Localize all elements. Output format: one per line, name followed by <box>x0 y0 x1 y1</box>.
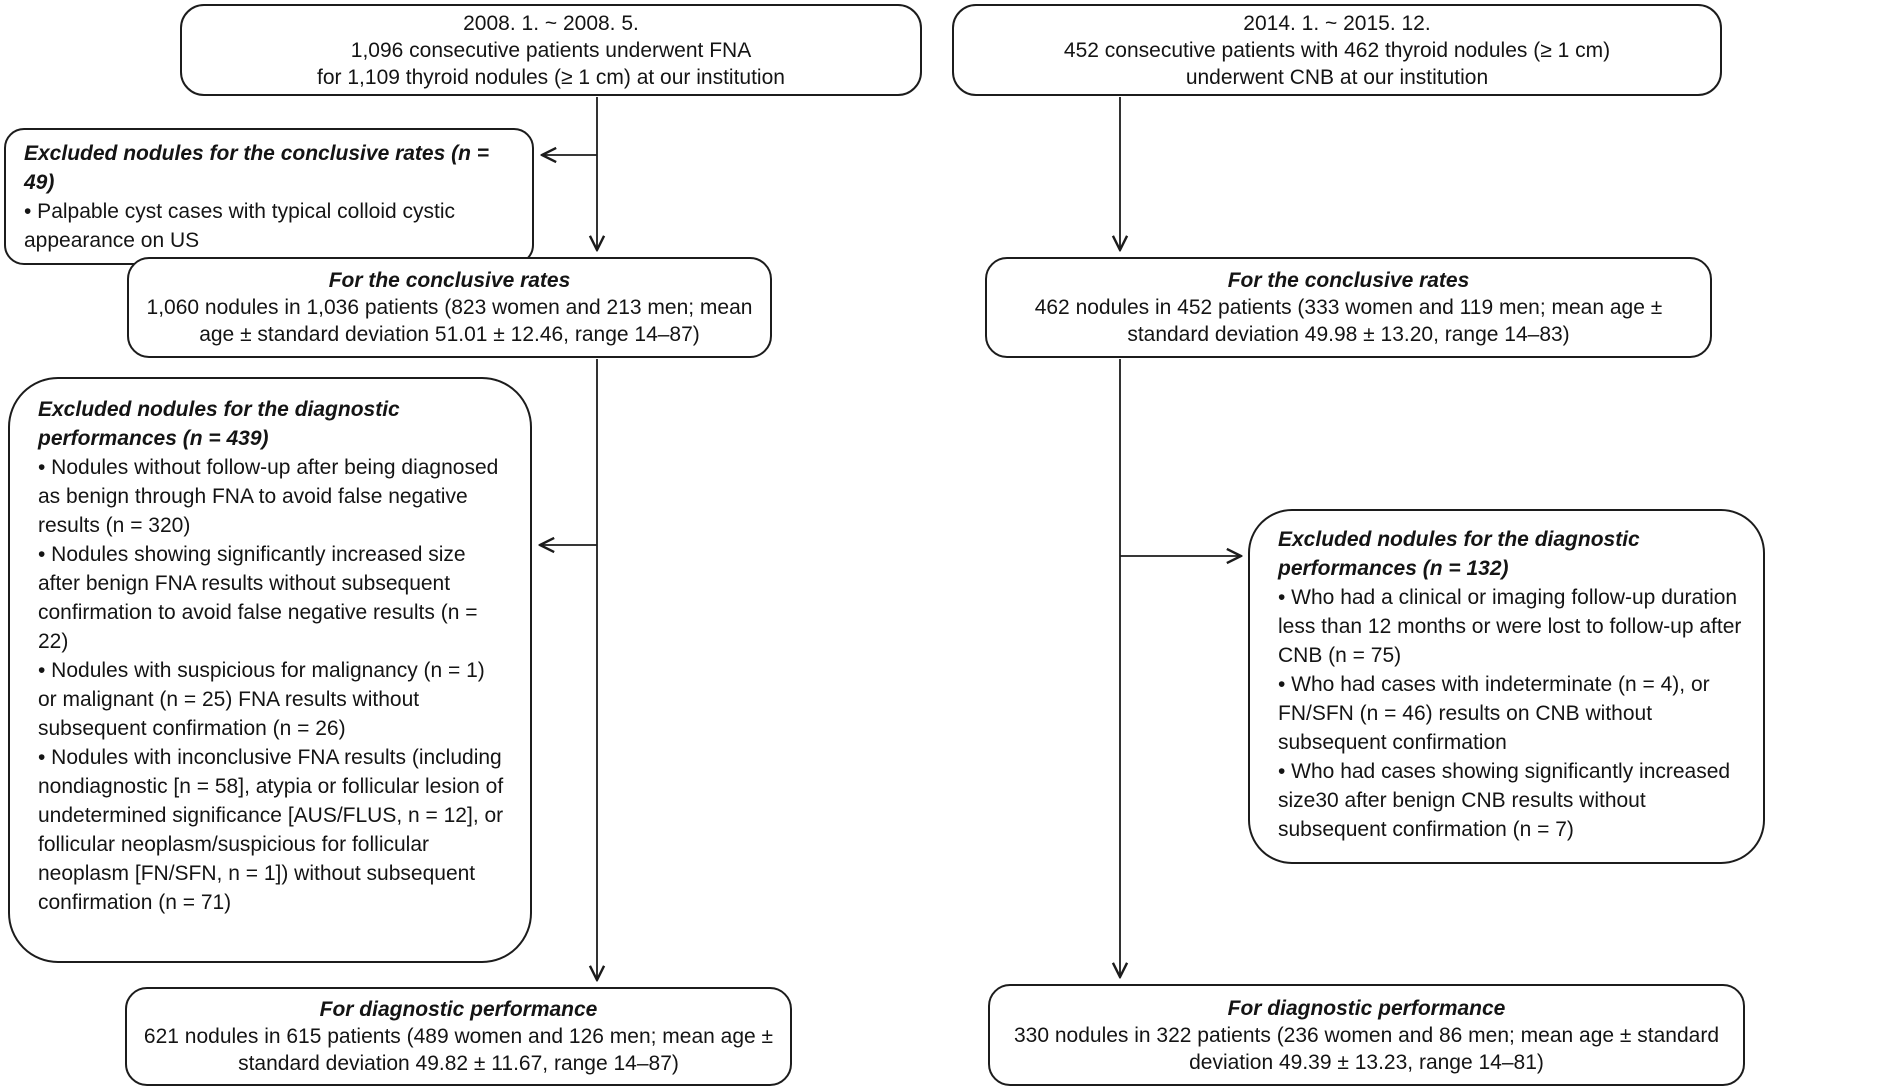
cnb-diagnostic-title: For diagnostic performance <box>1227 996 1506 1020</box>
fna-excluded-diagnostic-bullet: • Nodules without follow-up after being … <box>38 456 499 537</box>
cnb-conclusive-title: For the conclusive rates <box>1227 269 1470 292</box>
cnb-initial-patients: 452 consecutive patients with 462 thyroi… <box>1063 38 1611 62</box>
box-cnb-initial-cohort: 2014. 1. ~ 2015. 12. 452 consecutive pat… <box>952 4 1722 96</box>
box-fna-conclusive-rates: For the conclusive rates 1,060 nodules i… <box>127 257 772 358</box>
fna-excluded-diagnostic-bullet: • Nodules with inconclusive FNA results … <box>38 746 504 914</box>
fna-conclusive-title: For the conclusive rates <box>328 269 571 292</box>
cnb-excluded-diagnostic-title: Excluded nodules for the diagnostic perf… <box>1278 528 1640 580</box>
cnb-diagnostic-body: 330 nodules in 322 patients (236 women a… <box>1013 1023 1719 1074</box>
cnb-excluded-diagnostic-bullet: • Who had cases showing significantly in… <box>1278 760 1731 841</box>
fna-excluded-diagnostic-bullet: • Nodules showing significantly increase… <box>38 543 478 653</box>
fna-excluded-conclusive-title: Excluded nodules for the conclusive rate… <box>24 142 490 194</box>
fna-excluded-diagnostic-bullet: • Nodules with suspicious for malignancy… <box>38 659 485 740</box>
fna-excluded-conclusive-bullet: • Palpable cyst cases with typical collo… <box>24 200 456 252</box>
box-fna-initial-cohort: 2008. 1. ~ 2008. 5. 1,096 consecutive pa… <box>180 4 922 96</box>
box-cnb-conclusive-rates: For the conclusive rates 462 nodules in … <box>985 257 1712 358</box>
fna-initial-period: 2008. 1. ~ 2008. 5. <box>463 11 639 35</box>
fna-diagnostic-body: 621 nodules in 615 patients (489 women a… <box>143 1025 774 1075</box>
cnb-initial-period: 2014. 1. ~ 2015. 12. <box>1243 11 1431 35</box>
cnb-initial-nodules: underwent CNB at our institution <box>1185 65 1489 89</box>
cnb-excluded-diagnostic-bullet: • Who had a clinical or imaging follow-u… <box>1278 586 1742 667</box>
box-fna-diagnostic-performance: For diagnostic performance 621 nodules i… <box>125 987 792 1086</box>
cnb-conclusive-body: 462 nodules in 452 patients (333 women a… <box>1034 296 1663 346</box>
fna-diagnostic-title: For diagnostic performance <box>319 998 598 1021</box>
fna-conclusive-body: 1,060 nodules in 1,036 patients (823 wom… <box>146 296 753 346</box>
fna-initial-patients: 1,096 consecutive patients underwent FNA <box>350 38 752 62</box>
box-cnb-excluded-diagnostic: Excluded nodules for the diagnostic perf… <box>1248 509 1765 864</box>
fna-excluded-diagnostic-title: Excluded nodules for the diagnostic perf… <box>38 398 400 450</box>
box-cnb-diagnostic-performance: For diagnostic performance 330 nodules i… <box>988 984 1745 1086</box>
cnb-excluded-diagnostic-bullet: • Who had cases with indeterminate (n = … <box>1278 673 1710 754</box>
fna-initial-nodules: for 1,109 thyroid nodules (≥ 1 cm) at ou… <box>317 65 785 89</box>
box-fna-excluded-conclusive: Excluded nodules for the conclusive rate… <box>4 128 534 265</box>
box-fna-excluded-diagnostic: Excluded nodules for the diagnostic perf… <box>8 377 532 963</box>
